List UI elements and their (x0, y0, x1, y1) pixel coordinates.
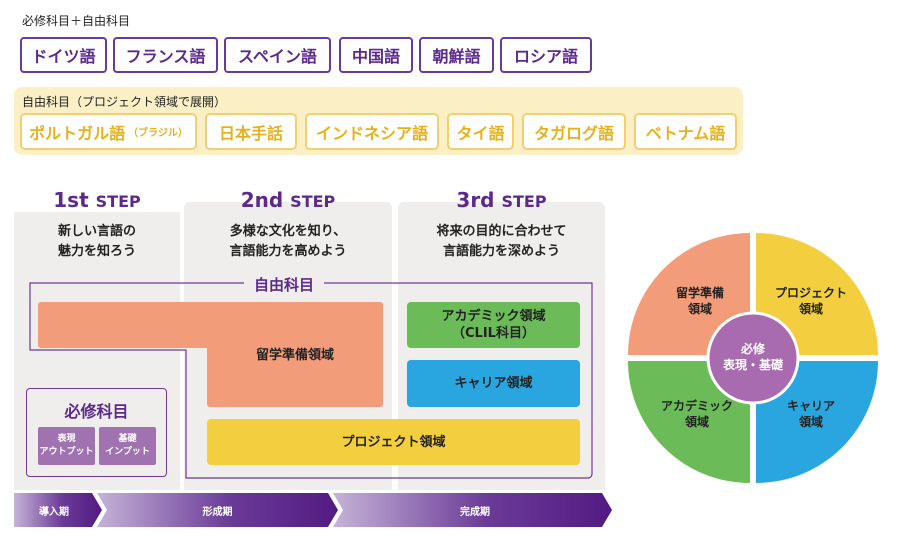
lang-portuguese-label: ポルトガル語 (29, 123, 126, 143)
step-num: 2nd (240, 188, 284, 212)
pie-center-label: 必修表現・基礎 (708, 341, 798, 373)
study-abroad-area-shape (38, 302, 383, 407)
pie-line: 領域 (684, 415, 709, 429)
phase-completion-shape (333, 493, 612, 527)
required-box (26, 388, 167, 477)
mini-line: アウトプット (39, 447, 94, 457)
step3-desc: 将来の目的に合わせて言語能力を深めよう (398, 222, 605, 262)
pie-line: アカデミック (660, 399, 733, 413)
elective-label: 自由科目 (244, 274, 325, 295)
step-word: STEP (501, 192, 547, 211)
lang-korean: 朝鮮語 (419, 37, 494, 73)
project-area: プロジェクト領域 (207, 419, 580, 465)
pie-line: 必修 (740, 342, 765, 356)
step3-heading: 3rd STEP (398, 188, 605, 212)
pie-label-study-abroad: 留学準備領域 (660, 285, 740, 317)
required-plus-elective-title: 必修科目＋自由科目 (22, 14, 131, 28)
step-word: STEP (290, 192, 336, 211)
desc-line: 新しい言語の (57, 224, 136, 239)
lang-chinese: 中国語 (339, 37, 413, 73)
career-area: キャリア領域 (407, 360, 580, 407)
step1-heading: 1st STEP (14, 188, 180, 212)
lang-portuguese: ポルトガル語（ブラジル） (20, 113, 197, 150)
pie-line: 表現・基礎 (722, 358, 783, 372)
mini-line: インプット (105, 447, 150, 457)
basic-input: 基礎インプット (99, 427, 156, 465)
desc-line: 将来の目的に合わせて (436, 224, 567, 239)
pie-line: 領域 (798, 302, 823, 316)
pie-line: 領域 (798, 415, 823, 429)
required-title: 必修科目 (64, 402, 129, 421)
lang-german: ドイツ語 (20, 37, 107, 73)
phase-completion: 完成期 (460, 506, 490, 518)
pie-academic (628, 361, 750, 483)
lang-jsl: 日本手話 (205, 113, 297, 150)
lang-russian: ロシア語 (500, 37, 592, 73)
lang-vietnamese: ベトナム語 (634, 113, 737, 150)
pie-label-academic: アカデミック領域 (652, 398, 742, 430)
pie-line: キャリア (786, 399, 835, 413)
pie-line: プロジェクト (774, 286, 847, 300)
pie-project (756, 233, 878, 355)
desc-line: 魅力を知ろう (57, 244, 136, 259)
mini-line: 表現 (57, 434, 76, 444)
elective-title: 自由科目（プロジェクト領域で展開） (22, 95, 227, 109)
lang-indonesian: インドネシア語 (305, 113, 439, 150)
phase-formation-shape (97, 493, 338, 527)
pie-line: 留学準備 (675, 286, 724, 300)
lang-portuguese-note: （ブラジル） (128, 128, 188, 139)
pie-label-career: キャリア領域 (766, 398, 856, 430)
phase-formation: 形成期 (202, 506, 233, 518)
phase-intro-shape (14, 493, 102, 527)
step1-desc: 新しい言語の魅力を知ろう (14, 222, 180, 262)
pie-label-project: プロジェクト領域 (766, 285, 856, 317)
pie-study-abroad (628, 233, 750, 355)
clil-label: （CLIL科目） (452, 326, 535, 341)
desc-line: 多様な文化を知り、 (229, 224, 347, 239)
mini-line: 基礎 (118, 434, 137, 444)
expression-output: 表現アウトプット (38, 427, 95, 465)
lang-thai: タイ語 (447, 113, 514, 150)
pie-line: 領域 (687, 302, 712, 316)
desc-line: 言語能力を高めよう (229, 244, 347, 259)
phase-intro: 導入期 (39, 506, 69, 518)
lang-spanish: スペイン語 (224, 37, 331, 73)
lang-tagalog: タガログ語 (522, 113, 626, 150)
step2-desc: 多様な文化を知り、言語能力を高めよう (184, 222, 392, 262)
step2-heading: 2nd STEP (184, 188, 392, 212)
lang-french: フランス語 (113, 37, 218, 73)
step-num: 3rd (456, 188, 495, 212)
step-num: 1st (53, 188, 89, 212)
study-abroad-area: 留学準備領域 (255, 347, 334, 363)
step-word: STEP (95, 192, 141, 211)
pie-center (706, 311, 800, 405)
desc-line: 言語能力を深めよう (442, 244, 560, 259)
academic-area: アカデミック領域 （CLIL科目） (407, 302, 580, 348)
academic-label: アカデミック領域 (441, 309, 546, 324)
pie-career (756, 361, 878, 483)
